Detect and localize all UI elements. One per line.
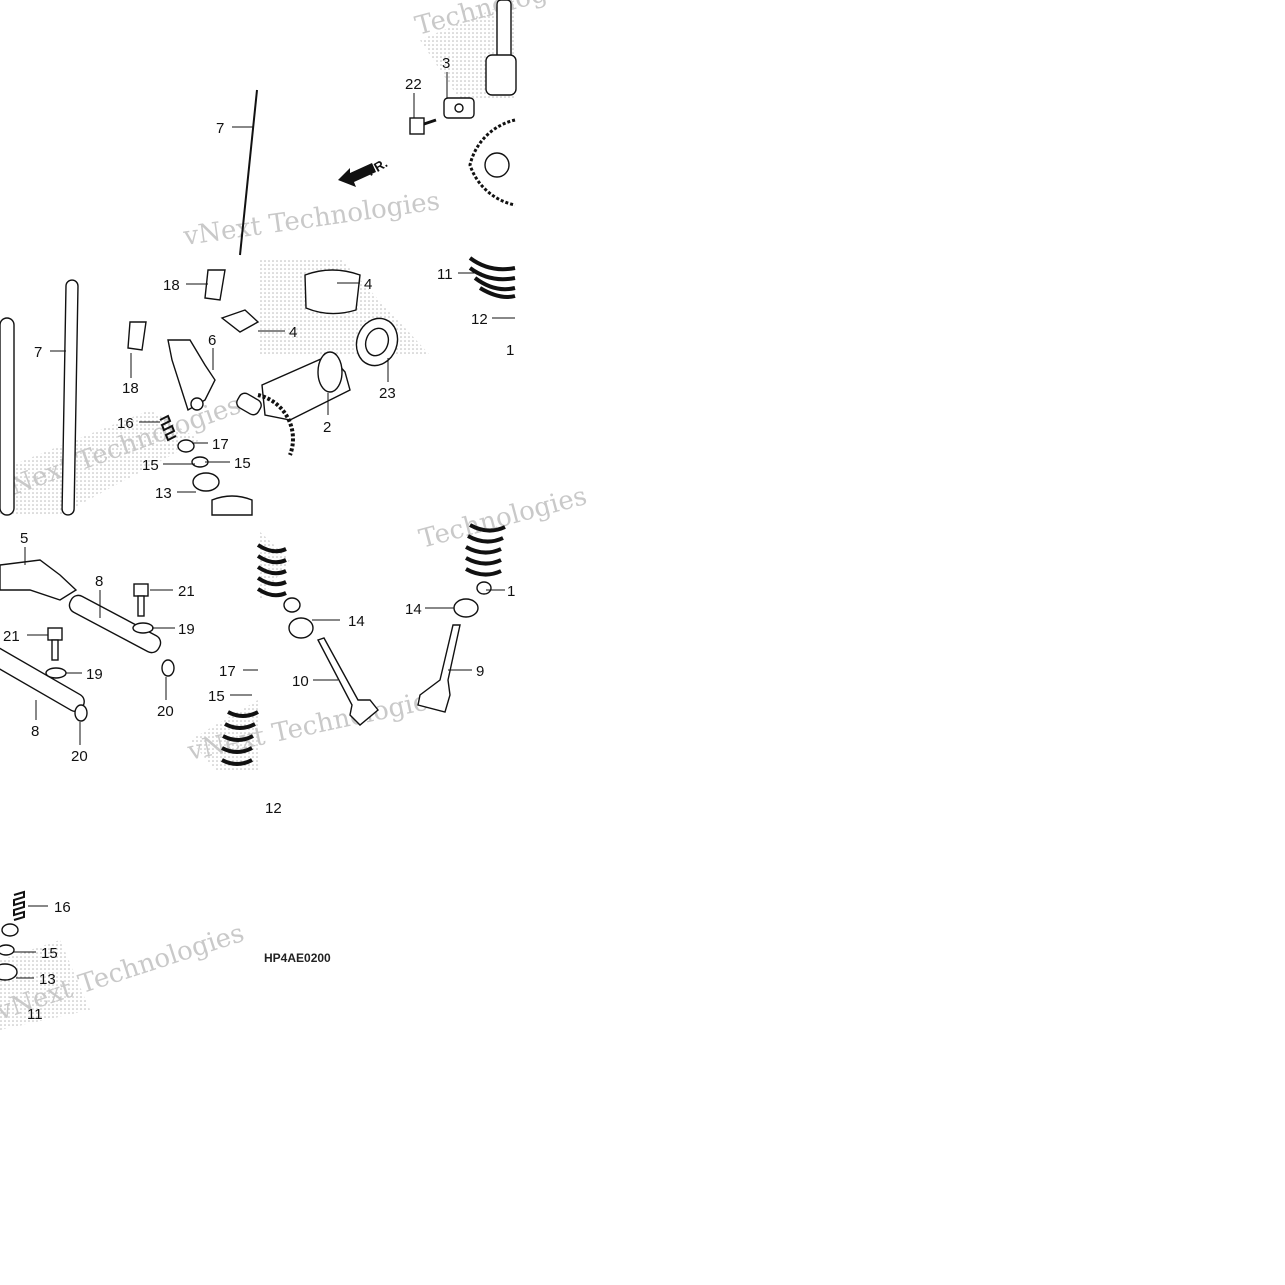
- callout-14-mid: 14: [348, 613, 365, 630]
- callout-11-top: 11: [437, 266, 453, 283]
- diagram-code: HP4AE0200: [264, 951, 331, 965]
- callout-8-top: 8: [95, 573, 103, 590]
- callout-17-top: 17: [212, 436, 229, 453]
- callout-14-right: 14: [405, 601, 422, 618]
- callout-20-right: 20: [157, 703, 174, 720]
- callout-19-left: 19: [86, 666, 103, 683]
- leader-lines: [14, 72, 515, 979]
- callout-11-bottom: 11: [27, 1006, 43, 1023]
- callout-17-bottom: 17: [219, 663, 236, 680]
- callout-8-bottom: 8: [31, 723, 39, 740]
- callout-20-left: 20: [71, 748, 88, 765]
- callout-18-top: 18: [163, 277, 180, 294]
- callout-7-top: 7: [216, 120, 224, 137]
- callout-6: 6: [208, 332, 216, 349]
- callout-23: 23: [379, 385, 396, 402]
- watermark-logo: [0, 0, 515, 1030]
- callout-4-small: 4: [289, 324, 297, 341]
- callout-16-bottom: 16: [54, 899, 71, 916]
- callout-4-lifter: 4: [364, 276, 372, 293]
- parts-artwork: [0, 0, 517, 981]
- callout-18-left: 18: [122, 380, 139, 397]
- watermark-4: Technologies: [416, 481, 590, 555]
- callout-21-right: 21: [178, 583, 195, 600]
- front-arrow-icon: [338, 163, 376, 187]
- callout-13-bottom: 13: [39, 971, 56, 988]
- callout-12-bottom: 12: [265, 800, 282, 817]
- callout-15-left: 15: [142, 457, 159, 474]
- callout-3: 3: [442, 55, 450, 72]
- callout-12-top: 12: [471, 311, 488, 328]
- callout-5: 5: [20, 530, 28, 547]
- callout-16-top: 16: [117, 415, 134, 432]
- callout-15-right: 15: [234, 455, 251, 472]
- callout-22: 22: [405, 76, 422, 93]
- watermark-1: vNext Technologies: [181, 186, 442, 252]
- callout-10: 10: [292, 673, 309, 690]
- callout-19-right: 19: [178, 621, 195, 638]
- callout-1-top: 1: [506, 342, 514, 359]
- callout-15-lower: 15: [41, 945, 58, 962]
- callout-21-left: 21: [3, 628, 20, 645]
- callout-13-top: 13: [155, 485, 172, 502]
- callout-labels: 22 3 7 18 4 4 11 12 1 7 6 18 23 16 17 15…: [3, 55, 515, 1023]
- callout-1-mid: 1: [507, 583, 515, 600]
- callout-2: 2: [323, 419, 331, 436]
- callout-7-left: 7: [34, 344, 42, 361]
- callout-9: 9: [476, 663, 484, 680]
- callout-15-bottom: 15: [208, 688, 225, 705]
